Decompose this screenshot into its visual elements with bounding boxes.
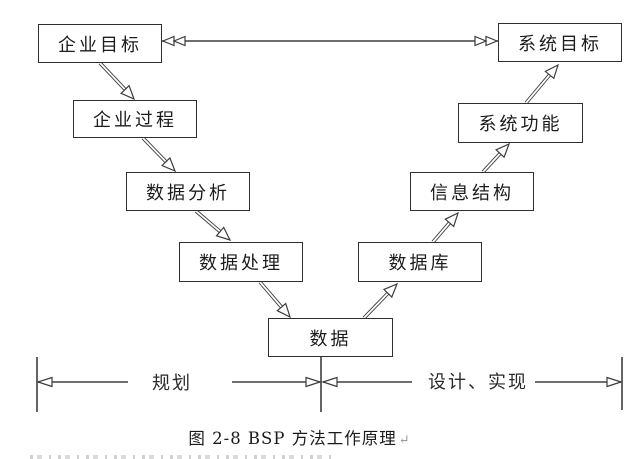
arrow-system-function-to-system-goal — [524, 63, 559, 105]
node-enterprise-goal: 企业目标 — [38, 24, 162, 63]
node-database: 数据库 — [358, 242, 482, 282]
node-information-structure: 信息结构 — [410, 172, 534, 211]
paragraph-return-mark: ↵ — [398, 433, 410, 448]
link-enterprise-goal-system-goal — [161, 35, 499, 47]
arrow-information-structure-to-system-function — [481, 142, 511, 174]
arrow-data-processing-to-data — [258, 280, 292, 319]
phase-dimension-lines — [36, 357, 623, 412]
cropped-text-line — [30, 455, 332, 459]
arrow-database-to-information-structure — [431, 211, 460, 244]
arrow-enterprise-process-to-data-analysis — [141, 136, 177, 173]
node-label: 数据分析 — [146, 182, 230, 204]
node-label: 数据 — [309, 328, 352, 350]
node-label: 企业目标 — [58, 34, 142, 56]
node-enterprise-process: 企业过程 — [73, 100, 197, 138]
node-label: 数据库 — [388, 253, 452, 274]
arrow-data-to-database — [362, 282, 399, 320]
node-data: 数据 — [268, 318, 393, 357]
figure-caption-text: 图 2-8 BSP 方法工作原理 — [188, 429, 397, 448]
phase-label-design-implementation: 设计、实现 — [424, 368, 532, 394]
node-system-goal: 系统目标 — [498, 23, 622, 62]
figure-caption: 图 2-8 BSP 方法工作原理↵ — [188, 425, 409, 449]
arrow-data-analysis-to-data-processing — [194, 209, 232, 241]
node-label: 系统功能 — [478, 114, 563, 135]
node-label: 信息结构 — [430, 182, 514, 204]
phase-label-planning: 规划 — [148, 369, 196, 395]
node-data-processing: 数据处理 — [179, 242, 303, 282]
node-system-function: 系统功能 — [458, 103, 583, 143]
node-label: 企业过程 — [93, 110, 177, 131]
node-label: 系统目标 — [518, 33, 602, 55]
arrow-enterprise-goal-to-enterprise-process — [98, 61, 136, 101]
node-data-analysis: 数据分析 — [126, 172, 250, 211]
node-label: 数据处理 — [199, 253, 283, 274]
